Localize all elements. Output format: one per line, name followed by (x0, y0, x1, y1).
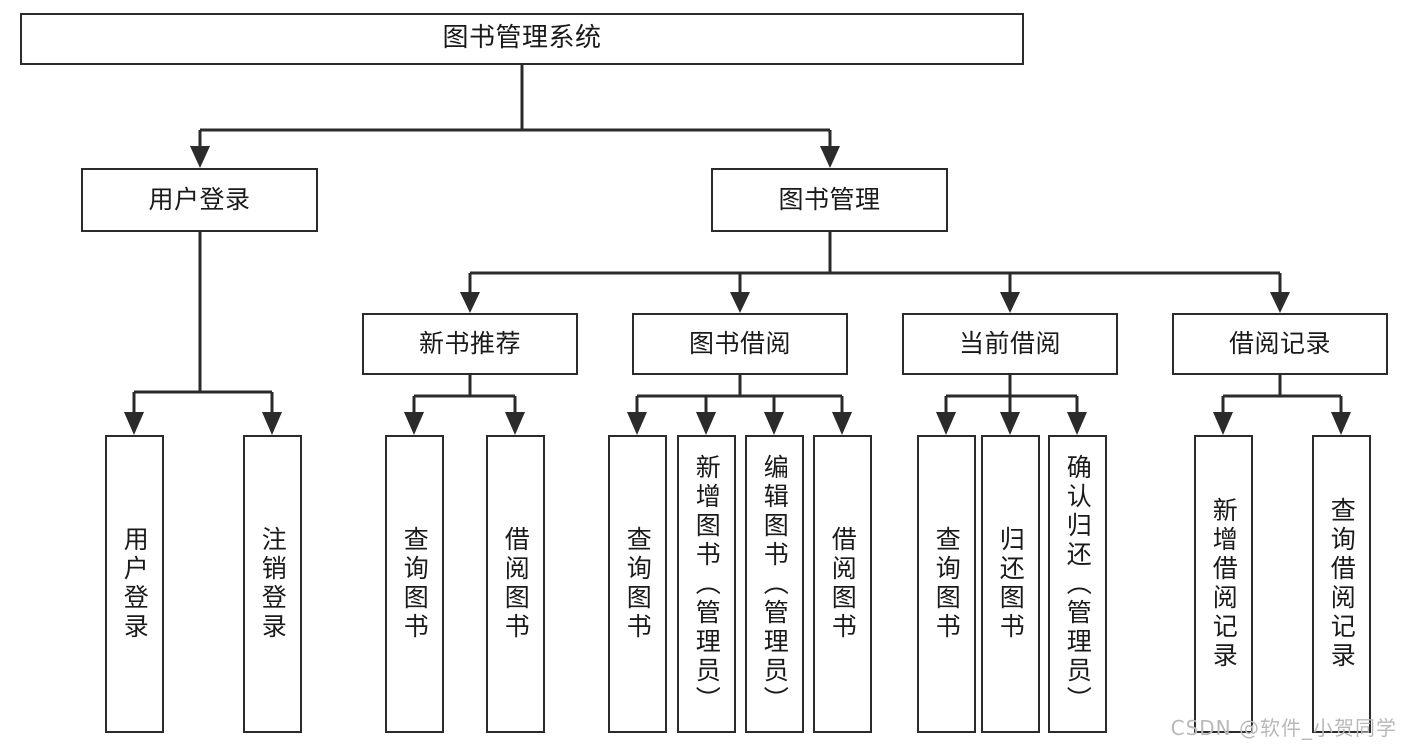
node-label: 用户登录 (120, 526, 150, 642)
leaf-user-logout[interactable]: 注销登录 (243, 435, 302, 733)
leaf-borrow-edit-book[interactable]: 编辑图书（管理员） (745, 435, 804, 733)
node-label: 确认归还（管理员） (1063, 453, 1093, 715)
node-book-borrow[interactable]: 图书借阅 (632, 313, 848, 375)
node-label: 查询借阅记录 (1327, 497, 1357, 671)
node-label: 图书管理 (778, 185, 881, 214)
node-root-system[interactable]: 图书管理系统 (20, 13, 1024, 65)
leaf-user-login[interactable]: 用户登录 (105, 435, 164, 733)
leaf-borrow-borrow-book[interactable]: 借阅图书 (813, 435, 872, 733)
leaf-borrow-query-book[interactable]: 查询图书 (608, 435, 667, 733)
node-current-borrow[interactable]: 当前借阅 (902, 313, 1118, 375)
node-label: 新增借阅记录 (1209, 497, 1239, 671)
node-label: 新增图书（管理员） (692, 453, 722, 715)
node-label: 图书借阅 (688, 329, 791, 358)
node-label: 查询图书 (400, 526, 430, 642)
leaf-record-add[interactable]: 新增借阅记录 (1194, 435, 1253, 733)
node-label: 归还图书 (996, 526, 1026, 642)
leaf-new-book-query[interactable]: 查询图书 (385, 435, 444, 733)
node-label: 查询图书 (623, 526, 653, 642)
watermark: CSDN @软件_小贺同学 (1170, 716, 1397, 740)
leaf-current-query-book[interactable]: 查询图书 (917, 435, 976, 733)
leaf-new-book-borrow[interactable]: 借阅图书 (486, 435, 545, 733)
leaf-current-confirm-return[interactable]: 确认归还（管理员） (1048, 435, 1107, 733)
node-book-management[interactable]: 图书管理 (711, 168, 948, 232)
leaf-borrow-add-book[interactable]: 新增图书（管理员） (677, 435, 736, 733)
node-label: 借阅记录 (1228, 329, 1331, 358)
node-user-login[interactable]: 用户登录 (81, 168, 318, 232)
node-label: 当前借阅 (958, 329, 1061, 358)
node-label: 借阅图书 (828, 526, 858, 642)
node-label: 借阅图书 (501, 526, 531, 642)
node-new-book-recommend[interactable]: 新书推荐 (362, 313, 578, 375)
node-label: 图书管理系统 (442, 23, 602, 54)
leaf-current-return-book[interactable]: 归还图书 (981, 435, 1040, 733)
node-label: 用户登录 (148, 185, 251, 214)
node-label: 新书推荐 (418, 329, 521, 358)
leaf-record-query[interactable]: 查询借阅记录 (1312, 435, 1371, 733)
node-label: 编辑图书（管理员） (760, 453, 790, 715)
node-borrow-record[interactable]: 借阅记录 (1172, 313, 1388, 375)
node-label: 注销登录 (258, 526, 288, 642)
node-label: 查询图书 (932, 526, 962, 642)
